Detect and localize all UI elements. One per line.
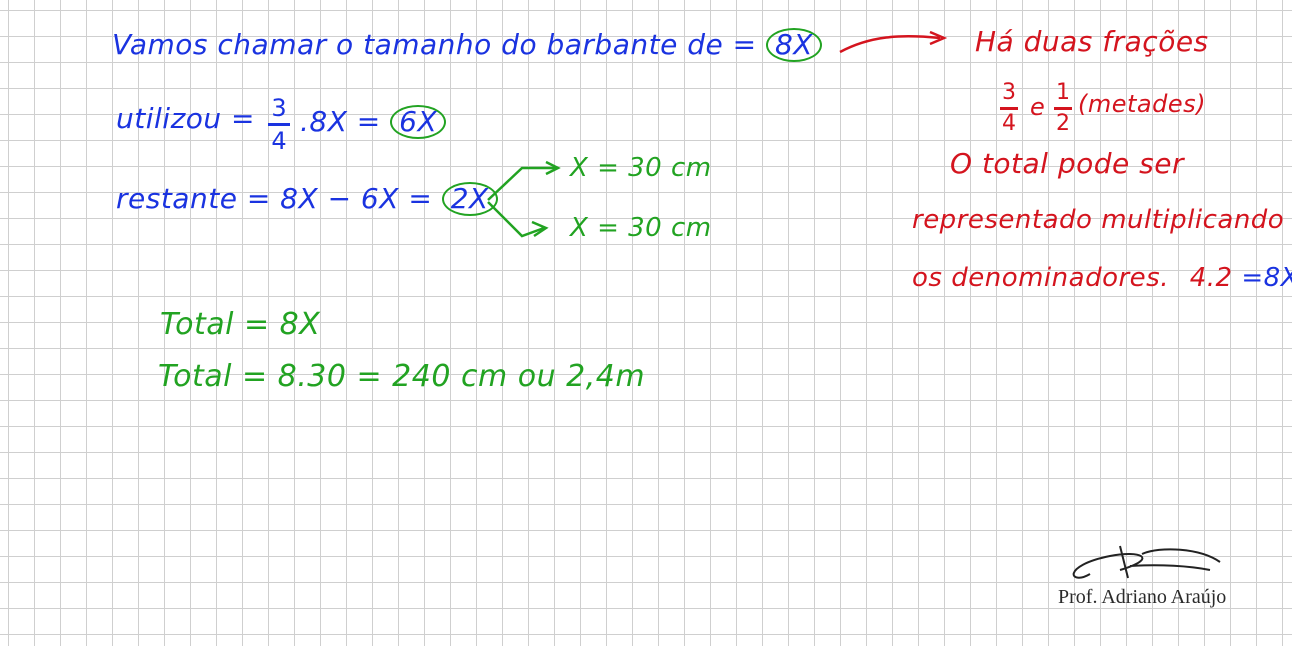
red-note-represented: representado multiplicando: [912, 205, 1285, 235]
signature-scribble: [1072, 545, 1221, 579]
red-denominators-text: os denominadores.: [912, 263, 1169, 293]
remainder-line: restante = 8X − 6X = 2X: [116, 182, 498, 216]
red-note-denominators: os denominadores. 4.2 =8X: [912, 265, 1292, 291]
circled-8x: 8X: [765, 28, 822, 62]
red-arrow: [839, 34, 941, 54]
red-frac2-denominator: 2: [1056, 110, 1070, 136]
red-frac1-denominator: 4: [1002, 110, 1016, 136]
green-arrowhead-up: [545, 160, 561, 176]
signature-block: Prof. Adriano Araújo: [1050, 536, 1282, 616]
remainder-text: restante = 8X − 6X =: [116, 182, 433, 215]
red-fraction-one-half: 1 2: [1054, 82, 1072, 135]
red-metades: (metades): [1078, 90, 1206, 118]
red-fraction-bar-2: [1054, 107, 1072, 110]
branch-x-value-2: X = 30 cm: [570, 213, 712, 243]
intro-text: Vamos chamar o tamanho do barbante de =: [112, 28, 757, 61]
total-equation-2: Total = 8.30 = 240 cm ou 2,4m: [158, 359, 646, 394]
used-label: utilizou =: [116, 102, 255, 135]
intro-line: Vamos chamar o tamanho do barbante de = …: [112, 28, 822, 62]
used-fraction-numerator: 3: [271, 94, 287, 122]
used-fraction: 3 4: [268, 96, 290, 153]
green-branch-arrow-up: [487, 166, 556, 201]
branch-x-value-1: X = 30 cm: [570, 153, 712, 183]
red-note-two-fractions: Há duas frações: [975, 25, 1209, 58]
circled-6x: 6X: [390, 105, 447, 139]
red-fraction-three-quarters: 3 4: [1000, 82, 1018, 135]
green-branch-arrow-down: [487, 201, 545, 238]
used-rest-text: .8X =: [300, 105, 381, 138]
used-rest: .8X = 6X: [300, 105, 447, 139]
total-equation-1: Total = 8X: [160, 307, 321, 342]
blue-product-result: =8X: [1241, 263, 1292, 293]
red-fraction-bar-1: [1000, 107, 1018, 110]
circled-2x: 2X: [441, 182, 498, 216]
signature-name: Prof. Adriano Araújo: [1058, 586, 1227, 608]
red-frac2-numerator: 1: [1056, 80, 1070, 105]
fraction-bar: [268, 123, 290, 126]
red-arrow-head: [929, 30, 948, 46]
red-note-total: O total pode ser: [950, 147, 1184, 180]
red-conjunction: e: [1030, 93, 1046, 121]
red-frac1-numerator: 3: [1002, 80, 1016, 105]
red-product: 4.2: [1189, 263, 1233, 293]
green-arrowhead-down: [531, 220, 549, 238]
used-fraction-denominator: 4: [271, 126, 287, 155]
